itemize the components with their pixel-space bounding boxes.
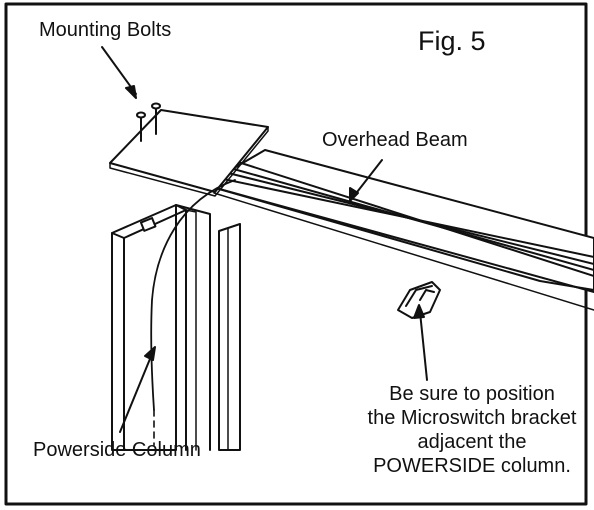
microswitch-bracket: [397, 281, 441, 319]
microswitch-note: Be sure to position the Microswitch brac…: [352, 382, 592, 478]
figure-number: Fig. 5: [418, 26, 486, 56]
note-line: POWERSIDE column.: [373, 455, 571, 477]
note-line: the Microswitch bracket: [367, 407, 577, 429]
note-line: Be sure to position: [389, 383, 555, 405]
mounting-bolts: [136, 102, 161, 142]
overhead-beam: [204, 149, 594, 311]
powerside-column: [111, 204, 241, 451]
overhead-beam-label: Overhead Beam: [322, 129, 468, 151]
cable: [150, 179, 236, 411]
note-line: adjacent the: [417, 431, 527, 453]
leader-arrows: [101, 46, 428, 433]
mounting-bolts-label: Mounting Bolts: [39, 19, 172, 41]
powerside-column-label: Powerside Column: [33, 439, 201, 461]
